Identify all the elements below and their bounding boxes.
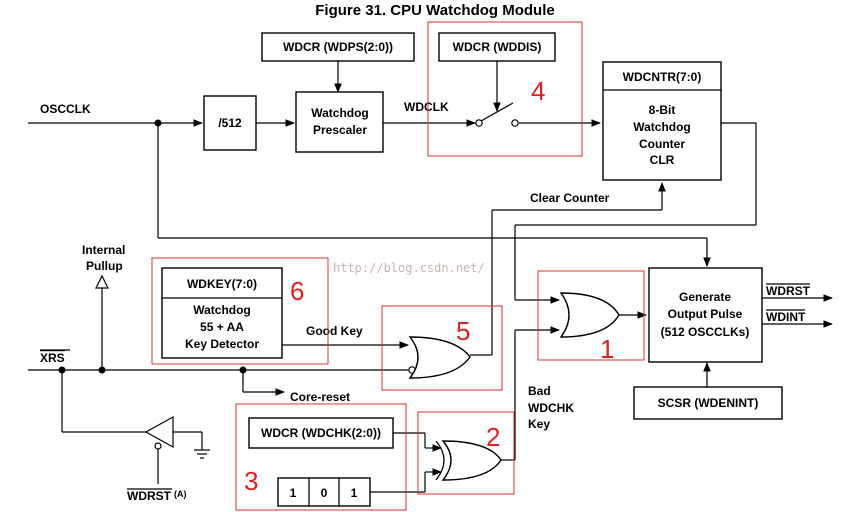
const-bit-2: 0	[321, 486, 328, 500]
counter-header: WDCNTR(7:0)	[623, 70, 702, 84]
key-detector-label-1: Watchdog	[193, 303, 251, 317]
pulse-generator-box	[648, 267, 763, 363]
clear-counter-label: Clear Counter	[530, 191, 610, 205]
wddis-register-label: WDCR (WDDIS)	[453, 40, 542, 54]
gates	[408, 292, 620, 481]
annotation-box-1	[537, 270, 645, 361]
counter-box	[602, 61, 722, 181]
annotation-box-6	[151, 257, 329, 365]
prescaler-label-2: Prescaler	[313, 123, 367, 137]
pulse-label-2: Output Pulse	[668, 307, 743, 321]
wires	[28, 60, 833, 493]
bad-wdchk-label-2: WDCHK	[528, 401, 574, 415]
counter-label-2: Watchdog	[633, 120, 691, 134]
wdps-register-box	[261, 32, 415, 62]
oscclk-label: OSCCLK	[40, 102, 91, 116]
or-gate-reset	[559, 292, 620, 338]
wdint-output-label: WDINT	[766, 310, 806, 324]
switch-left-contact	[475, 119, 483, 127]
wddis-register-box	[438, 32, 556, 62]
scsr-register-box	[633, 386, 783, 420]
annotations: 4 6 5 1 3 2	[151, 21, 645, 511]
key-detector-box	[161, 267, 283, 359]
annotation-box-2	[417, 411, 515, 495]
wdrst-buffer	[144, 415, 174, 449]
signal-labels: OSCCLK WDCLK Clear Counter Internal Pull…	[40, 100, 811, 503]
annotation-number-2: 2	[486, 422, 500, 452]
xor-gate-extra-arc	[435, 440, 445, 481]
divider-label: /512	[218, 116, 242, 130]
or-gate-clear	[408, 336, 471, 379]
blocks: /512 WDCR (WDPS(2:0)) Watchdog Prescaler…	[161, 32, 783, 507]
annotation-number-3: 3	[244, 466, 258, 496]
pulse-label-1: Generate	[679, 290, 731, 304]
wdchk-register-box	[248, 417, 394, 449]
wdps-register-label: WDCR (WDPS(2:0))	[283, 40, 393, 54]
key-detector-label-2: 55 + AA	[200, 320, 244, 334]
key-detector-header: WDKEY(7:0)	[187, 277, 257, 291]
wdrst-output-label: WDRST	[766, 284, 811, 298]
wdrst-a-superscript: (A)	[174, 489, 187, 499]
prescaler-box	[295, 91, 384, 153]
good-key-label: Good Key	[306, 324, 363, 338]
annotation-number-1: 1	[600, 334, 614, 364]
junction-oscclk	[154, 119, 162, 127]
annotation-box-3	[235, 403, 407, 511]
annotation-number-5: 5	[456, 316, 470, 346]
junction-xrs-pullup	[98, 366, 106, 374]
junction-core-reset	[239, 366, 247, 374]
divider-box	[203, 95, 257, 151]
annotation-number-6: 6	[290, 276, 304, 306]
prescaler-label-1: Watchdog	[311, 106, 369, 120]
pulse-label-3: (512 OSCCLKs)	[661, 325, 750, 339]
switch-right-contact	[511, 119, 519, 127]
wdrst-a-label: WDRST	[127, 489, 172, 503]
const-bit-1: 1	[290, 486, 297, 500]
wdchk-register-label: WDCR (WDCHK(2:0))	[261, 426, 381, 440]
annotation-number-4: 4	[531, 76, 545, 106]
annotation-box-4	[427, 21, 583, 157]
const-bits-box	[277, 477, 371, 507]
counter-label-4: CLR	[650, 153, 675, 167]
junction-xrs-buffer	[58, 366, 66, 374]
buffer-enable-bubble	[154, 442, 162, 450]
figure-title: Figure 31. CPU Watchdog Module	[315, 2, 554, 19]
bad-wdchk-label-1: Bad	[528, 384, 551, 398]
annotation-box-5	[381, 305, 503, 391]
core-reset-label: Core-reset	[290, 390, 350, 404]
scsr-register-label: SCSR (WDENINT)	[658, 396, 759, 410]
internal-pullup-label-2: Pullup	[86, 259, 123, 273]
counter-label-1: 8-Bit	[649, 103, 676, 117]
bad-wdchk-label-3: Key	[528, 417, 550, 431]
switch-blade	[480, 102, 514, 122]
counter-label-3: Counter	[639, 137, 685, 151]
wdclk-label: WDCLK	[404, 100, 449, 114]
pullup-triangle	[95, 274, 109, 289]
watermark: http://blog.csdn.net/	[333, 261, 485, 275]
const-bit-3: 1	[351, 486, 358, 500]
internal-pullup-label-1: Internal	[82, 243, 125, 257]
xor-gate-wdchk	[441, 440, 502, 481]
key-detector-label-3: Key Detector	[185, 337, 259, 351]
xrs-label: XRS	[40, 351, 65, 365]
